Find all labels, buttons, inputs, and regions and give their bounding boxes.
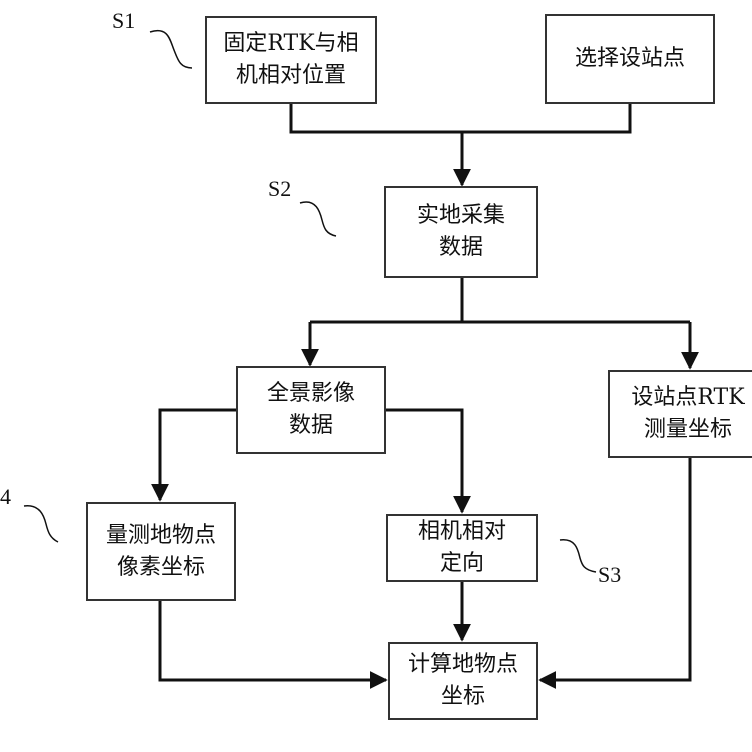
box-rel-orient-label: 相机相对 定向 — [417, 519, 506, 576]
step-s2-leader — [299, 201, 337, 237]
step-s4-label: 4 — [0, 484, 11, 509]
box-pixel-coords-label: 量测地物点 像素坐标 — [105, 522, 216, 580]
step-s3-label: S3 — [598, 562, 622, 587]
arrow-rtk-to-compute — [538, 458, 692, 689]
arrow-to-pixel-coords — [151, 408, 236, 502]
step-s1-label: S1 — [112, 8, 136, 33]
step-s1-leader — [149, 29, 193, 69]
step-s4-leader — [23, 505, 59, 543]
step-s3-leader — [559, 539, 597, 573]
box-select-station: 选择设站点 — [545, 14, 715, 104]
box-field-collect-label: 实地采集 数据 — [416, 203, 505, 260]
box-pixel-coords: 量测地物点 像素坐标 — [86, 502, 236, 601]
connector-fix-rtk — [289, 104, 462, 134]
box-panorama-label: 全景影像 数据 — [266, 381, 355, 438]
box-field-collect: 实地采集 数据 — [384, 186, 538, 278]
box-rtk-coords: 设站点RTK 测量坐标 — [608, 370, 752, 458]
box-select-station-label: 选择设站点 — [574, 46, 685, 71]
box-compute: 计算地物点 坐标 — [388, 642, 538, 720]
connector-select-station — [462, 104, 632, 134]
box-fix-rtk-label: 固定RTK与相 机相对位置 — [223, 31, 359, 88]
box-panorama: 全景影像 数据 — [236, 366, 386, 454]
arrow-pixel-to-compute — [158, 601, 388, 689]
box-compute-label: 计算地物点 坐标 — [407, 652, 518, 709]
arrow-to-rel-orient — [386, 408, 471, 514]
box-fix-rtk: 固定RTK与相 机相对位置 — [205, 16, 377, 104]
step-s2-label: S2 — [268, 176, 292, 201]
box-rtk-coords-label: 设站点RTK 测量坐标 — [631, 385, 745, 442]
box-rel-orient: 相机相对 定向 — [386, 514, 538, 582]
